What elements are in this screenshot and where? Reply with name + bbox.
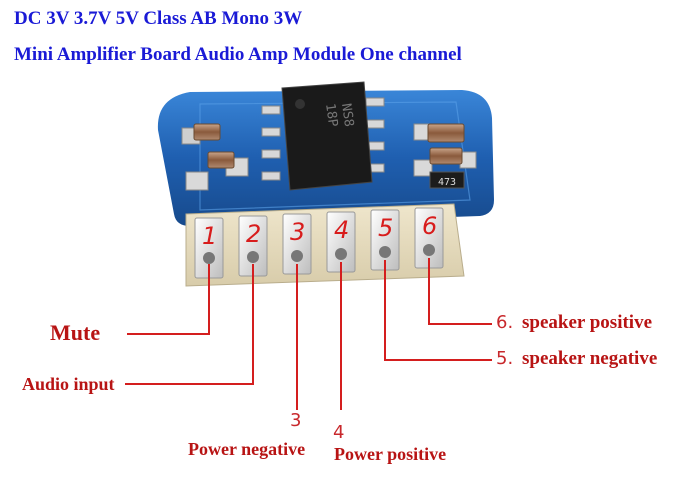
leader-lines [125,258,492,410]
label-pin4-number: 4 [333,422,345,443]
chip-marking-line-1: NS8 [338,102,356,127]
label-pin3-number: 3 [290,410,302,431]
header-pin-5 [370,209,400,271]
label-power-negative: Power negative [188,439,306,459]
label-audio-input: Audio input [22,374,115,394]
ic-legs [261,97,385,181]
header-pin-3 [282,213,312,275]
leader-line-audio-input [125,264,254,385]
leader-line-mute [127,264,210,335]
resistor-473: 473 [429,171,465,189]
pin-number-labels: 1 2 3 4 5 6 [202,212,437,250]
ic-chip: NS8 18P [281,81,373,191]
right-solder-pads [413,123,477,177]
label-pin5-prefix: 5. [496,348,514,369]
leader-line-speaker-negative [384,260,492,361]
capacitor-right-top [427,123,465,143]
pin-number-6: 6 [422,212,437,240]
capacitor-right-bottom [429,147,463,165]
title-line-1: DC 3V 3.7V 5V Class AB Mono 3W [14,8,303,29]
pin-number-4: 4 [334,216,349,244]
label-power-positive: Power positive [334,444,447,464]
label-speaker-positive: speaker positive [522,312,653,333]
resistor-marking: 473 [438,177,456,188]
leader-line-speaker-positive [428,258,492,325]
header-pins [194,207,444,279]
label-mute: Mute [50,320,101,345]
pin-number-5: 5 [378,214,393,242]
chip-marking-line-2: 18P [322,102,340,128]
pin-number-3: 3 [290,218,305,246]
pin-number-1: 1 [202,222,217,250]
label-speaker-negative: speaker negative [522,348,658,369]
label-pin6-prefix: 6. [496,312,514,333]
title-line-2: Mini Amplifier Board Audio Amp Module On… [14,44,462,65]
capacitor-left-bottom [207,151,235,169]
pin-number-2: 2 [246,220,261,248]
capacitor-left-top [193,123,221,141]
